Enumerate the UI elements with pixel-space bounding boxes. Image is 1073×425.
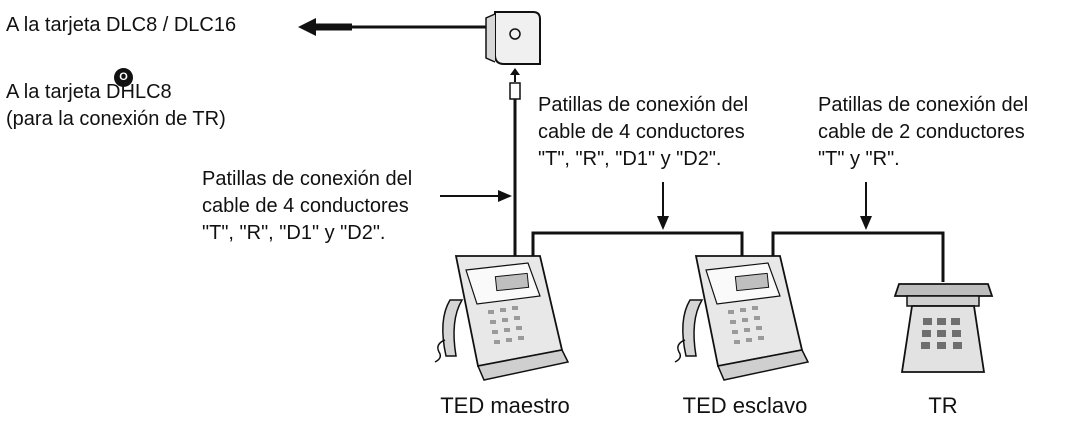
cable-master-slave	[531, 231, 744, 268]
pin-note-middle-line2: cable de 4 conductores	[538, 121, 745, 143]
pin-note-right-line2: cable de 2 conductores	[818, 121, 1025, 143]
sld-caption: TR	[928, 393, 958, 418]
arrow-middle-note	[657, 182, 669, 230]
arrow-left-note	[440, 190, 512, 202]
pin-note-middle-line1: Patillas de conexión del	[538, 94, 749, 116]
pin-note-right-line1: Patillas de conexión del	[818, 94, 1029, 116]
pin-note-left-line2: cable de 4 conductores	[202, 195, 409, 217]
dhlc-card-label: A la tarjeta DHLC8 (para la conexión de …	[6, 79, 226, 133]
slave-phone-icon	[674, 255, 810, 381]
or-marker: O	[114, 68, 133, 87]
master-caption: TED maestro	[440, 393, 570, 418]
slt-phone-icon	[893, 283, 994, 373]
master-phone-icon	[434, 255, 570, 381]
pin-note-middle: Patillas de conexión del cable de 4 cond…	[538, 92, 748, 173]
pin-note-left: Patillas de conexión del cable de 4 cond…	[202, 166, 412, 247]
pin-note-right: Patillas de conexión del cable de 2 cond…	[818, 92, 1028, 173]
cable-slave-slt	[771, 231, 945, 282]
arrow-right-note	[860, 182, 872, 230]
dlc-card-label: A la tarjeta DLC8 / DLC16	[6, 14, 237, 36]
arrow-to-dlc-card	[298, 18, 493, 36]
pin-note-right-line3: "T" y "R".	[818, 148, 900, 170]
dhlc-card-line: A la tarjeta DHLC8	[6, 81, 172, 103]
pin-note-left-line3: "T", "R", "D1" y "D2".	[202, 222, 386, 244]
pin-note-left-line1: Patillas de conexión del	[202, 168, 413, 190]
pin-note-middle-line3: "T", "R", "D1" y "D2".	[538, 148, 722, 170]
dhlc-card-note: (para la conexión de TR)	[6, 108, 226, 130]
slave-caption: TED esclavo	[682, 393, 808, 418]
modular-outlet	[485, 11, 541, 100]
